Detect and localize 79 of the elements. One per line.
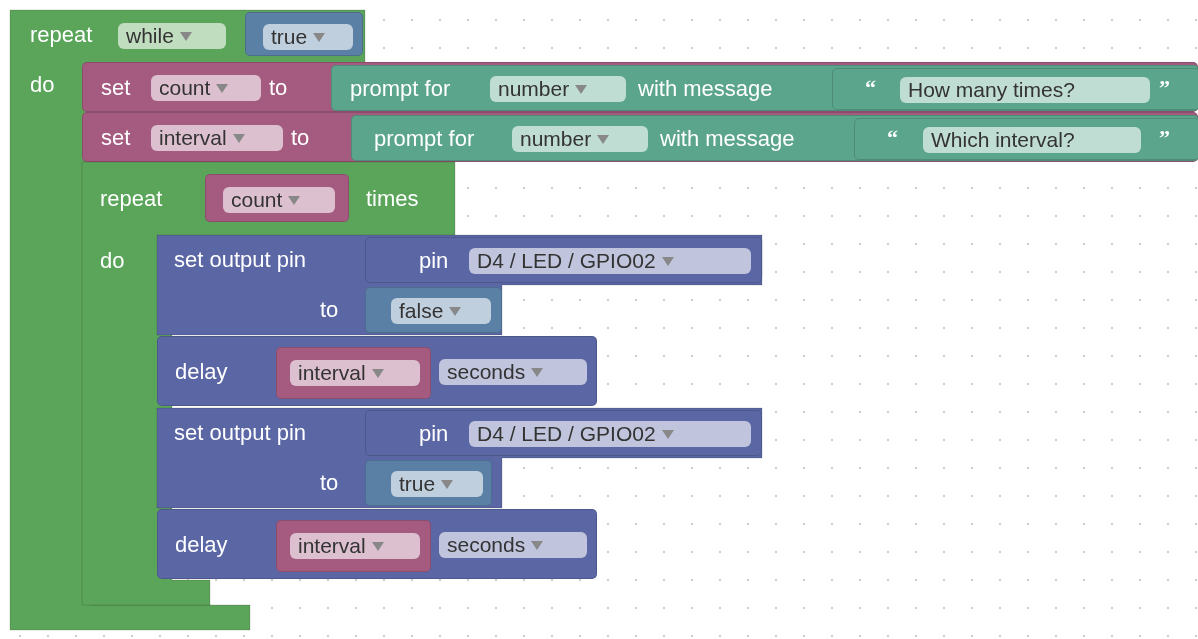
- block-label: pin: [419, 248, 449, 274]
- code-block: [157, 235, 762, 335]
- block-label: to: [320, 470, 339, 496]
- field-value: seconds: [447, 532, 526, 558]
- code-block: [82, 162, 762, 605]
- block-label: with message: [638, 76, 773, 102]
- input-field: [923, 127, 1141, 153]
- code-block: [157, 509, 597, 579]
- code-block: [82, 62, 1198, 112]
- block-label: pin: [419, 421, 449, 447]
- dropdown-field: [290, 360, 420, 386]
- code-block: [205, 174, 349, 222]
- code-block: [832, 68, 1198, 110]
- dropdown-field: [151, 125, 283, 151]
- block-label: to: [320, 297, 339, 323]
- code-block: [365, 460, 492, 506]
- block-label: set: [101, 75, 131, 101]
- dropdown-field: [151, 75, 261, 101]
- block-label: repeat: [30, 22, 93, 48]
- dropdown-field: [391, 471, 483, 497]
- dropdown-field: [439, 532, 587, 558]
- field-value: D4 / LED / GPIO02: [477, 248, 656, 274]
- dropdown-field: [391, 298, 491, 324]
- block-label: set output pin: [174, 420, 307, 446]
- code-block: [276, 347, 431, 399]
- field-value: while: [126, 23, 174, 49]
- code-block: [82, 112, 1198, 162]
- field-value: true: [271, 24, 308, 50]
- field-value: seconds: [447, 359, 526, 385]
- code-block: [276, 520, 431, 572]
- block-label: repeat: [100, 186, 163, 212]
- field-value: number: [498, 76, 570, 102]
- input-field: [900, 77, 1150, 103]
- block-label: delay: [175, 359, 228, 385]
- block-label: to: [291, 125, 310, 151]
- dropdown-field: [290, 533, 420, 559]
- code-block: [351, 115, 1198, 161]
- field-value: Which interval?: [931, 127, 1075, 153]
- code-block: [245, 12, 363, 56]
- block-label: with message: [660, 126, 795, 152]
- field-value: D4 / LED / GPIO02: [477, 421, 656, 447]
- field-value: interval: [298, 360, 366, 386]
- code-block: [331, 65, 1198, 111]
- field-value: count: [231, 187, 283, 213]
- field-value: true: [399, 471, 436, 497]
- quote-mark: ”: [1159, 75, 1170, 101]
- quote-mark: “: [887, 125, 898, 151]
- field-value: How many times?: [908, 77, 1075, 103]
- block-label: delay: [175, 532, 228, 558]
- code-block: [365, 237, 762, 283]
- block-label: to: [269, 75, 288, 101]
- block-label: prompt for: [374, 126, 475, 152]
- dropdown-field: [512, 126, 648, 152]
- block-label: do: [30, 72, 55, 98]
- dropdown-field: [490, 76, 626, 102]
- code-block: [365, 287, 502, 333]
- dropdown-field: [439, 359, 587, 385]
- dropdown-field: [469, 248, 751, 274]
- code-block: [157, 336, 597, 406]
- block-label: do: [100, 248, 125, 274]
- dropdown-field: [118, 23, 226, 49]
- code-block: [365, 410, 762, 456]
- block-label: set: [101, 125, 131, 151]
- dropdown-field: [469, 421, 751, 447]
- block-label: times: [366, 186, 419, 212]
- block-label: prompt for: [350, 76, 451, 102]
- dropdown-field: [263, 24, 353, 50]
- block-label: set output pin: [174, 247, 307, 273]
- field-value: false: [399, 298, 444, 324]
- code-block: [157, 408, 762, 508]
- code-block: [854, 118, 1198, 160]
- quote-mark: ”: [1159, 125, 1170, 151]
- field-value: number: [520, 126, 592, 152]
- field-value: interval: [298, 533, 366, 559]
- quote-mark: “: [865, 75, 876, 101]
- dropdown-field: [223, 187, 335, 213]
- code-block: [10, 10, 1198, 630]
- field-value: interval: [159, 125, 227, 151]
- field-value: count: [159, 75, 211, 101]
